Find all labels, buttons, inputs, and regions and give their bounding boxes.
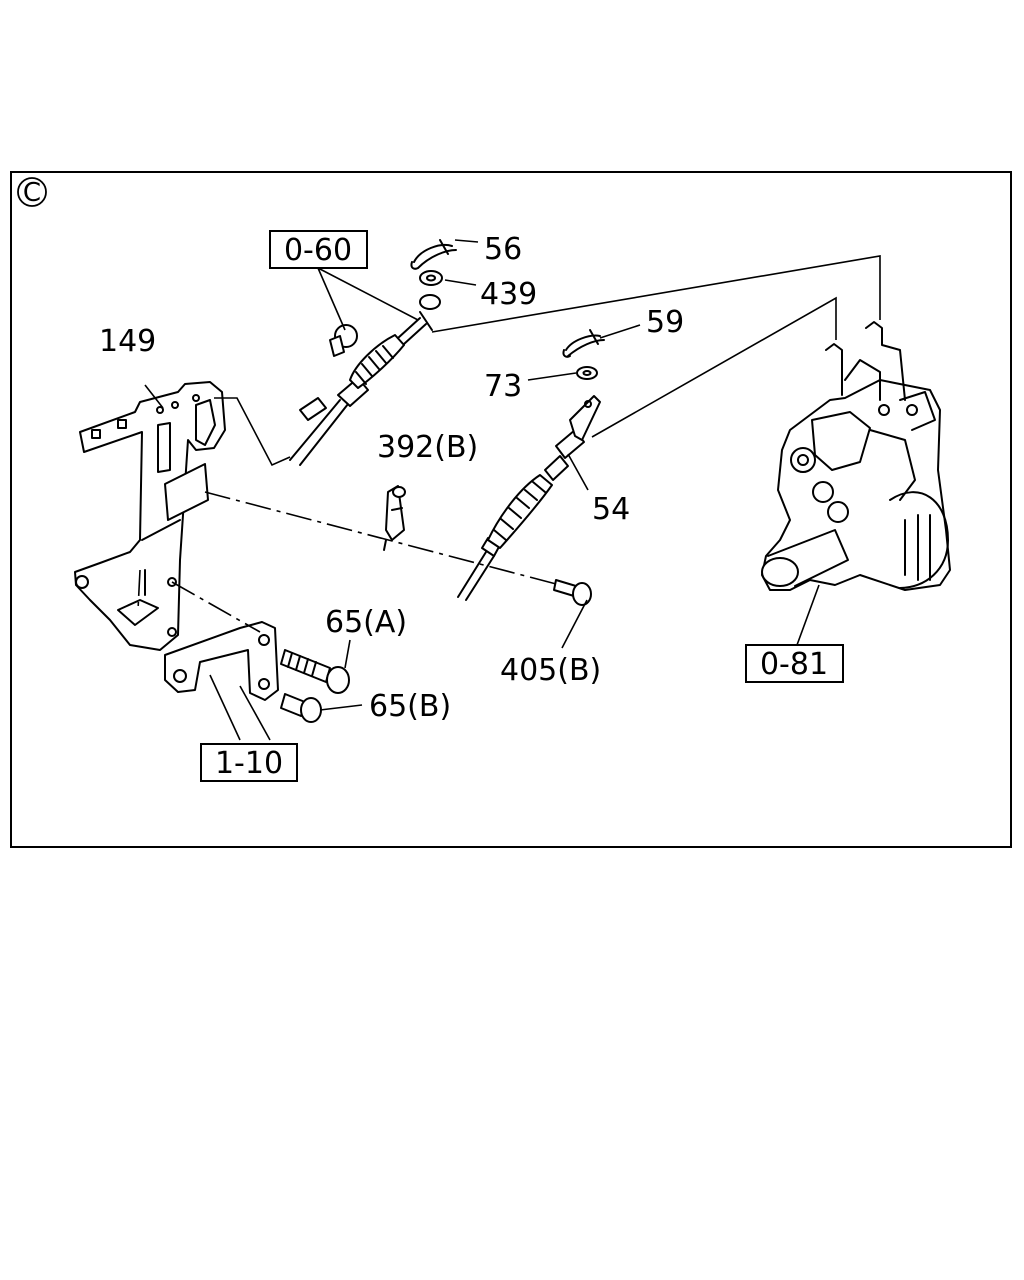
- part-label-65a: 65(A): [325, 605, 407, 640]
- washer-439: [419, 270, 443, 286]
- part-label-439: 439: [480, 277, 537, 312]
- ref-box-0-60: 0-60: [269, 230, 368, 269]
- bolt-65a: [280, 649, 350, 694]
- part-label-73: 73: [484, 369, 522, 404]
- section-mark: C: [17, 177, 47, 208]
- svg-text:0-81: 0-81: [760, 647, 828, 682]
- lower-bracket: [164, 621, 279, 701]
- snap-pin-56: [410, 239, 457, 270]
- ref-box-0-81: 0-81: [745, 644, 844, 683]
- transmission-assembly: [761, 321, 951, 591]
- ref-box-1-10: 1-10: [200, 743, 298, 782]
- diagram-frame: [10, 171, 1012, 848]
- svg-text:C: C: [23, 178, 41, 208]
- bolt-405b: [553, 579, 592, 606]
- part-label-392b: 392(B): [377, 430, 478, 465]
- lower-shift-cable: [457, 395, 601, 601]
- assembly-lines: [137, 255, 881, 633]
- snap-pin-59: [562, 329, 605, 358]
- part-label-54: 54: [592, 492, 630, 527]
- svg-text:0-60: 0-60: [284, 233, 352, 268]
- part-label-56: 56: [484, 232, 522, 267]
- part-label-59: 59: [646, 305, 684, 340]
- washer-73: [576, 366, 598, 380]
- part-label-405b: 405(B): [500, 653, 601, 688]
- svg-text:1-10: 1-10: [215, 746, 283, 781]
- part-label-149: 149: [99, 324, 156, 359]
- part-label-65b: 65(B): [369, 689, 451, 724]
- mounting-bracket: [74, 381, 226, 651]
- upper-shift-cable: [289, 294, 441, 466]
- bolt-65b: [280, 693, 322, 723]
- leader-lines: [144, 239, 820, 741]
- clamp-392b: [383, 485, 406, 551]
